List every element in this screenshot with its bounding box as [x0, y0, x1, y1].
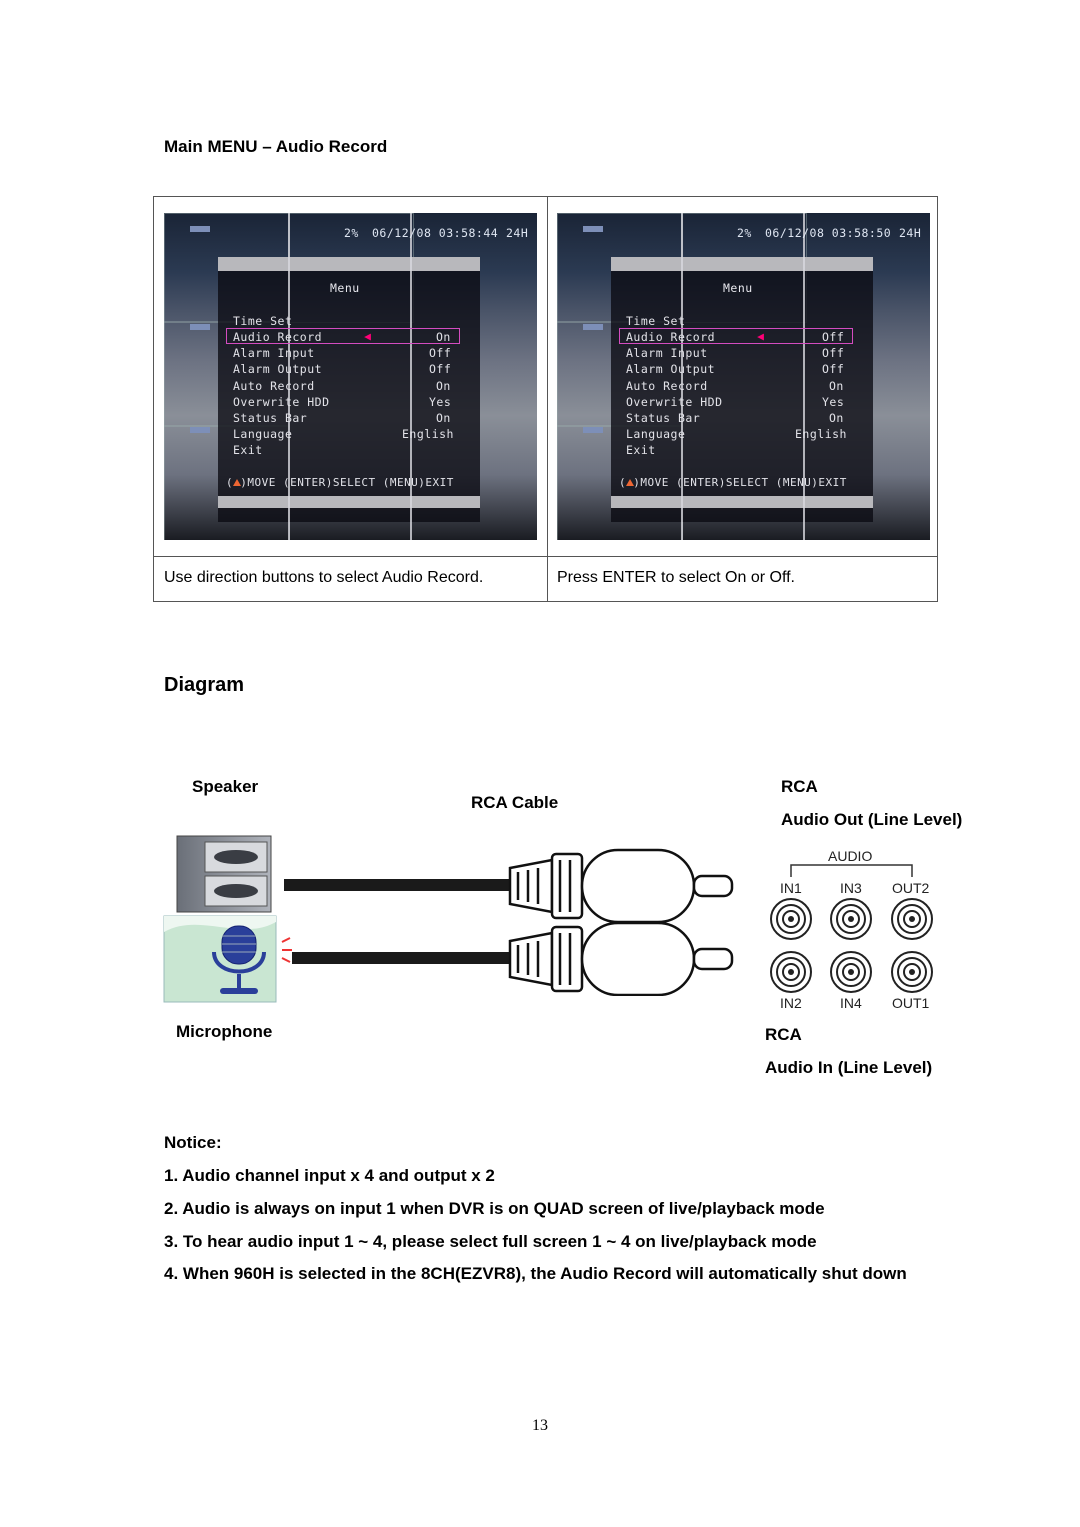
menu-item-label[interactable]: Status Bar: [233, 411, 308, 425]
audio-out-type: RCA: [781, 777, 818, 796]
menu-item-label[interactable]: Audio Record: [626, 330, 716, 344]
menu-item-label[interactable]: Overwrite HDD: [233, 395, 330, 409]
port-label: IN4: [840, 995, 862, 1011]
audio-in-label: Audio In (Line Level): [765, 1058, 933, 1077]
page-number: 13: [532, 1417, 548, 1434]
status-datetime: 06/12/08 03:58:50: [765, 226, 892, 240]
menu-item-label[interactable]: Time Set: [626, 314, 686, 328]
up-arrow-icon: [233, 479, 241, 486]
menu-item-label[interactable]: Alarm Input: [233, 346, 315, 360]
notice-item: 2. Audio is always on input 1 when DVR i…: [164, 1199, 825, 1218]
notice-item: 1. Audio channel input x 4 and output x …: [164, 1166, 495, 1185]
menu-highlight: [226, 328, 460, 344]
section-title: Main MENU – Audio Record: [164, 137, 388, 156]
menu-item-label[interactable]: Alarm Input: [626, 346, 708, 360]
dvr-screen-1: 2% 06/12/08 03:58:44 24H Menu Time Set A…: [164, 213, 537, 540]
battery-percent: 2%: [344, 226, 359, 240]
menu-title: Menu: [330, 281, 360, 295]
menu-item-label[interactable]: Exit: [233, 443, 263, 457]
port-label: IN3: [840, 880, 862, 896]
table-divider: [154, 556, 937, 557]
audio-out-label: Audio Out (Line Level): [781, 810, 963, 829]
caption-2: Press ENTER to select On or Off.: [557, 569, 795, 586]
menu-item-label[interactable]: Status Bar: [626, 411, 701, 425]
menu-title: Menu: [723, 281, 753, 295]
menu-item-label[interactable]: Time Set: [233, 314, 293, 328]
panel-header: AUDIO: [828, 848, 873, 864]
port-label: OUT2: [892, 880, 930, 896]
microphone-label: Microphone: [176, 1022, 273, 1041]
audio-rca-panel: AUDIO IN1 IN3 OUT2 IN2 IN4 OUT1: [770, 845, 942, 1015]
menu-item-value: On: [436, 330, 451, 344]
status-hours: 24H: [899, 226, 922, 240]
menu-item-value: Yes: [429, 395, 452, 409]
menu-item-label[interactable]: Auto Record: [626, 379, 708, 393]
menu-item-label[interactable]: Auto Record: [233, 379, 315, 393]
menu-item-value: On: [829, 379, 844, 393]
menu-item-label[interactable]: Alarm Output: [626, 362, 716, 376]
menu-item-label[interactable]: Language: [233, 427, 293, 441]
left-arrow-icon: ◀: [757, 329, 765, 343]
menu-item-value: English: [795, 427, 847, 441]
dvr-screen-2: 2% 06/12/08 03:58:50 24H Menu Time Set A…: [557, 213, 930, 540]
menu-item-value: Yes: [822, 395, 845, 409]
menu-item-label[interactable]: Exit: [626, 443, 656, 457]
menu-highlight: [619, 328, 853, 344]
bracket-icon: [770, 864, 933, 993]
cable-label: RCA Cable: [471, 793, 559, 812]
status-datetime: 06/12/08 03:58:44: [372, 226, 499, 240]
notice-item: 4. When 960H is selected in the 8CH(EZVR…: [164, 1264, 907, 1283]
menu-item-value: Off: [822, 330, 845, 344]
port-label: IN1: [780, 880, 802, 896]
notice-item: 3. To hear audio input 1 ~ 4, please sel…: [164, 1232, 817, 1251]
menu-item-value: Off: [822, 346, 845, 360]
menu-item-value: Off: [429, 346, 452, 360]
diagram-title: Diagram: [164, 674, 245, 696]
menu-item-label[interactable]: Alarm Output: [233, 362, 323, 376]
speaker-label: Speaker: [192, 777, 259, 796]
menu-item-value: Off: [429, 362, 452, 376]
menu-item-value: Off: [822, 362, 845, 376]
menu-item-value: On: [829, 411, 844, 425]
battery-percent: 2%: [737, 226, 752, 240]
up-arrow-icon: [626, 479, 634, 486]
menu-item-value: English: [402, 427, 454, 441]
table-divider: [547, 197, 548, 601]
caption-1: Use direction buttons to select Audio Re…: [164, 569, 484, 586]
port-label: IN2: [780, 995, 802, 1011]
menu-footer: ( )MOVE (ENTER)SELECT (MENU)EXIT: [226, 476, 454, 489]
menu-item-label[interactable]: Audio Record: [233, 330, 323, 344]
screens-table: 2% 06/12/08 03:58:44 24H Menu Time Set A…: [153, 196, 938, 602]
menu-item-label[interactable]: Language: [626, 427, 686, 441]
port-label: OUT1: [892, 995, 930, 1011]
microphone-icon: [163, 915, 292, 1003]
status-hours: 24H: [506, 226, 529, 240]
menu-item-label[interactable]: Overwrite HDD: [626, 395, 723, 409]
menu-item-value: On: [436, 379, 451, 393]
menu-item-value: On: [436, 411, 451, 425]
menu-footer: ( )MOVE (ENTER)SELECT (MENU)EXIT: [619, 476, 847, 489]
notice-title: Notice:: [164, 1133, 222, 1152]
rca-cable-icon: [284, 848, 734, 996]
speaker-icon: [176, 835, 272, 913]
audio-in-type: RCA: [765, 1025, 802, 1044]
left-arrow-icon: ◀: [364, 329, 372, 343]
